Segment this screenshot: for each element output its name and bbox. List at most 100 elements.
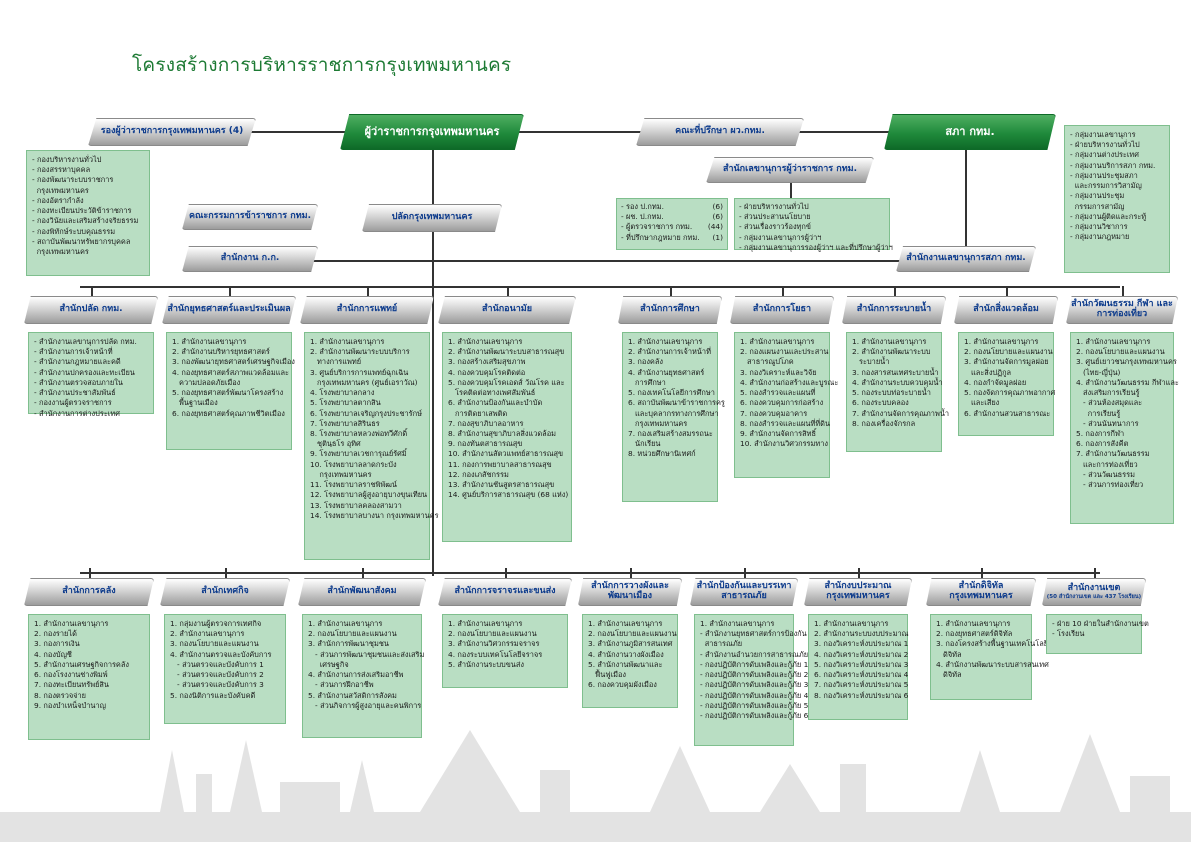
unit-item: 4. สำนักงานระบบควบคุมน้ำ: [852, 377, 943, 387]
unit-item: 1. สำนักงานเลขานุการ: [628, 337, 703, 346]
row1-department-header-6[interactable]: สำนักการโยธา: [730, 296, 834, 324]
unit-item: - กองปฏิบัติการดับเพลิงและกู้ภัย 1: [700, 659, 809, 669]
unit-item: 9. กองบำเหน็จบำนาญ: [34, 700, 106, 710]
department-title: สำนักการโยธา: [752, 304, 812, 315]
unit-item: - สำนักงานเลขานุการปลัด กทม.: [34, 337, 137, 346]
department-title: สำนักเทศกิจ: [201, 586, 249, 597]
list-item-label: - รอง ป.กทม.: [621, 202, 664, 211]
unit-item: 3. ศูนย์บริการการแพทย์ฉุกเฉิน: [310, 367, 409, 377]
unit-item: (ไทย-ญี่ปุ่น): [1076, 367, 1121, 377]
row2-department-header-6[interactable]: สำนักป้องกันและบรรเทาสาธารณภัย: [690, 578, 798, 606]
unit-item: 1. สำนักงานเลขานุการ: [310, 337, 385, 346]
advisors-header[interactable]: คณะที่ปรึกษา ผว.กทม.: [636, 118, 804, 146]
list-item-count: (6): [712, 212, 723, 222]
row2-department-header-7[interactable]: สำนักงบประมาณ กรุงเทพมหานคร: [804, 578, 912, 606]
civil-commission-header[interactable]: คณะกรรมการข้าราชการ กทม.: [182, 204, 318, 230]
secretariat-item: - ส่วนเรื่องราวร้องทุกข์: [739, 222, 811, 232]
unit-item: พื้นฐานเมือง: [172, 398, 218, 408]
governor-header[interactable]: ผู้ว่าราชการกรุงเทพมหานคร: [340, 114, 524, 150]
row1-department-header-1[interactable]: สำนักปลัด กทม.: [24, 296, 158, 324]
connector-council-vertical: [965, 150, 967, 250]
deputy-units-box: - กองบริหารงานทั่วไป- กองสรรหาบุคคล- กอง…: [26, 150, 150, 276]
unit-item: 6. สถาบันพัฒนาข้าราชการครู: [628, 398, 725, 408]
secretariat-item: - กลุ่มงานเลขานุการผู้ว่าฯ: [739, 232, 822, 242]
connector-stub: [367, 286, 369, 296]
unit-item: - โรงเรียน: [1052, 629, 1085, 639]
unit-item: 5. สำนักงานระบบขนส่ง: [448, 659, 524, 669]
list-item-count: (44): [707, 222, 723, 232]
department-title: สำนักการคลัง: [62, 586, 116, 597]
connector-stub: [229, 286, 231, 296]
unit-item: 1. สำนักงานเลขานุการ: [34, 619, 109, 628]
ckk-office-header[interactable]: สำนักงาน ก.ก.: [182, 246, 318, 272]
council-header[interactable]: สภา กทม.: [884, 114, 1056, 150]
row1-department-header-2[interactable]: สำนักยุทธศาสตร์และประเมินผล: [162, 296, 296, 324]
deputy-unit-item: - กองพิทักษ์ระบบคุณธรรม: [32, 226, 116, 236]
connector-row1-horizontal: [80, 286, 1120, 288]
row1-department-header-5[interactable]: สำนักการศึกษา: [618, 296, 722, 324]
department-title: สำนักการศึกษา: [640, 304, 700, 315]
gov-secretariat-header[interactable]: สำนักเลขานุการผู้ว่าราชการ กทม.: [706, 157, 874, 183]
connector-stub: [1006, 286, 1008, 296]
council-unit-item: และกรรมการวิสามัญ: [1070, 181, 1142, 191]
unit-item: 6. กองควบคุมผังเมือง: [588, 680, 657, 690]
unit-item: - ส่วนการฝึกอาชีพ: [308, 680, 374, 690]
unit-item: กรุงเทพมหานคร (ศูนย์เอราวัณ): [310, 377, 418, 387]
row2-department-header-3[interactable]: สำนักพัฒนาสังคม: [298, 578, 426, 606]
unit-item: ดิจิทัล: [936, 670, 962, 680]
unit-item: 2. สำนักงานระบบงบประมาณ: [814, 629, 909, 639]
row1-department-header-4[interactable]: สำนักอนามัย: [438, 296, 576, 324]
department-title: สำนักสิ่งแวดล้อม: [973, 304, 1039, 315]
unit-item: 3. กองคลัง: [628, 357, 664, 367]
unit-item: - ส่วนตรวจและบังคับการ 3: [170, 680, 264, 690]
row1-department-header-9[interactable]: สำนักวัฒนธรรม กีฬา และการท่องเที่ยว: [1066, 296, 1178, 324]
row1-department-header-8[interactable]: สำนักสิ่งแวดล้อม: [954, 296, 1058, 324]
unit-item: กรุงเทพมหานคร: [310, 469, 372, 479]
department-subtitle: (50 สำนักงานเขต และ 437 โรงเรียน): [1046, 593, 1142, 600]
unit-item: 3. กองโครงสร้างพื้นฐานเทคโนโลยี: [936, 639, 1049, 649]
unit-item: และสิ่งปฏิกูล: [964, 367, 1012, 377]
unit-item: 7. กองสุขาภิบาลอาหาร: [448, 418, 524, 428]
department-title: สำนักปลัด กทม.: [59, 304, 123, 315]
unit-item: 1. สำนักงานเลขานุการ: [964, 337, 1039, 346]
unit-item: โรคติดต่อทางเพศสัมพันธ์: [448, 388, 536, 398]
row2-department-header-4[interactable]: สำนักการจราจรและขนส่ง: [438, 578, 572, 606]
list-item-count: (1): [712, 232, 723, 242]
unit-item: 10. สำนักงานวิศวกรรมทาง: [740, 439, 829, 449]
department-title: สำนักการระบายน้ำ: [856, 304, 932, 315]
connector-stub: [981, 568, 983, 578]
unit-item: - สำนักงานการเจ้าหน้าที่: [34, 347, 113, 357]
list-item-label: - ผช. ป.กทม.: [621, 212, 664, 222]
row2-department-header-5[interactable]: สำนักการวางผังและพัฒนาเมือง: [578, 578, 682, 606]
unit-item: 5. กองเทคโนโลยีการศึกษา: [628, 388, 715, 398]
row1-department-header-3[interactable]: สำนักการแพทย์: [300, 296, 434, 324]
row2-department-header-9[interactable]: สำนักงานเขต(50 สำนักงานเขต และ 437 โรงเร…: [1042, 578, 1146, 606]
deputy-governor-header[interactable]: รองผู้ว่าราชการกรุงเทพมหานคร (4): [88, 118, 256, 146]
unit-item: 1. สำนักงานเลขานุการ: [308, 619, 383, 628]
connector-stub: [225, 568, 227, 578]
unit-item: 3. กองพัฒนายุทธศาสตร์เศรษฐกิจเมือง: [172, 357, 295, 367]
unit-item: 4. สำนักงานตรวจและบังคับการ: [170, 649, 272, 659]
row2-department-header-8[interactable]: สำนักดิจิทัลกรุงเทพมหานคร: [926, 578, 1036, 606]
unit-item: - สำนักงานการต่างประเทศ: [34, 408, 120, 418]
unit-item: 4. กองระบบเทคโนโลยีจราจร: [448, 649, 543, 659]
unit-item: 2. กองนโยบายและแผนงาน: [448, 629, 537, 639]
permanent-secretary-header[interactable]: ปลัดกรุงเทพมหานคร: [362, 204, 502, 232]
unit-item: เศรษฐกิจ: [308, 659, 349, 669]
unit-item: 2. กองนโยบายและแผนงาน: [308, 629, 397, 639]
secretariat-item: - ผู้ตรวจราชการ กทม.(44): [621, 222, 723, 232]
row2-department-header-1[interactable]: สำนักการคลัง: [24, 578, 154, 606]
council-secretariat-header[interactable]: สำนักงานเลขานุการสภา กทม.: [896, 246, 1036, 272]
deputy-unit-item: - กองพัฒนาระบบราชการ: [32, 175, 114, 185]
unit-item: และบุคลากรทางการศึกษา: [628, 408, 719, 418]
row1-department-header-7[interactable]: สำนักการระบายน้ำ: [842, 296, 946, 324]
deputy-unit-item: - กองอัตรากำลัง: [32, 195, 84, 205]
council-unit-item: - กลุ่มงานประชุมสภา: [1070, 170, 1138, 180]
row2-department-header-2[interactable]: สำนักเทศกิจ: [160, 578, 290, 606]
